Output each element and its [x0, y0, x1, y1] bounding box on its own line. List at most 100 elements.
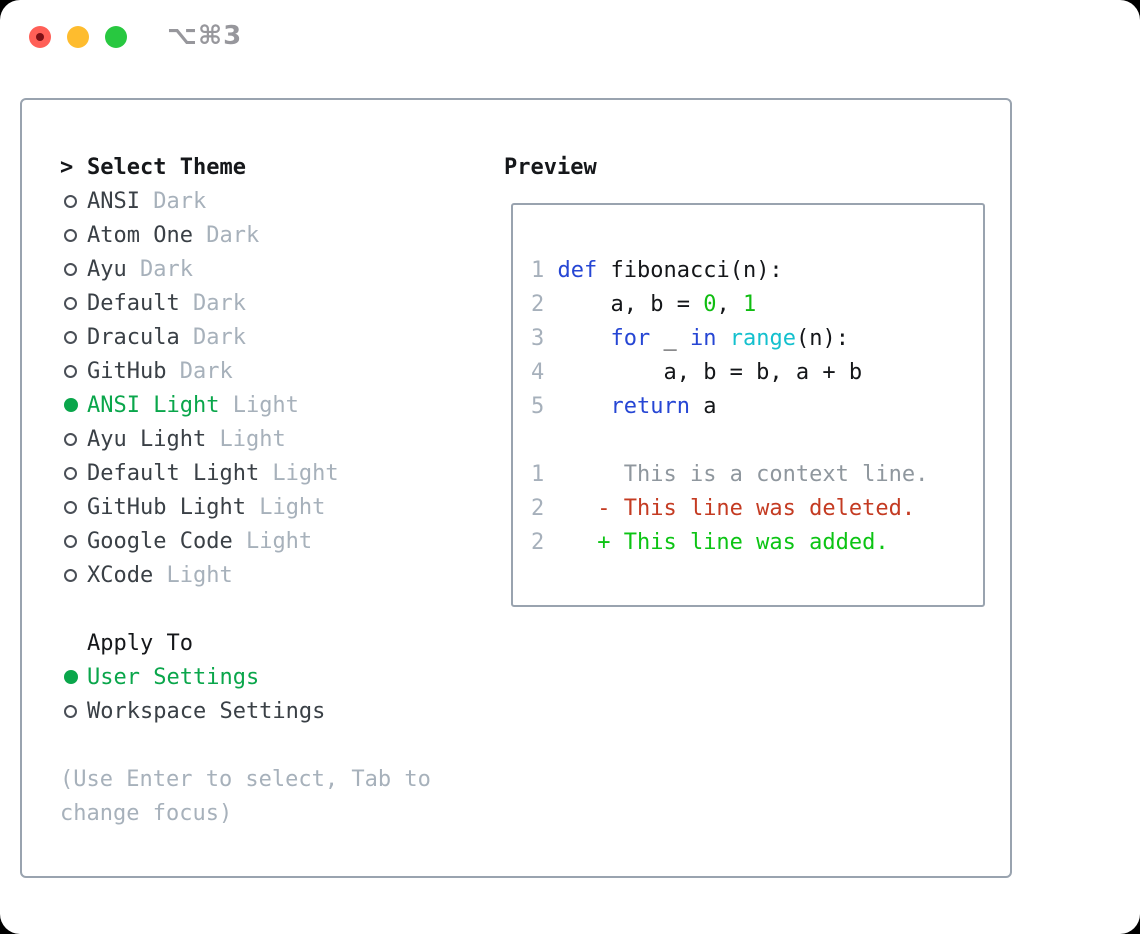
radio-unselected-icon	[60, 500, 87, 514]
radio-selected-icon	[60, 398, 87, 412]
select-theme-header: >Select Theme	[60, 150, 431, 184]
window-title: ⌥⌘3	[167, 21, 243, 51]
code-token-plain: _	[650, 326, 690, 351]
code-token-literal: 0	[703, 292, 717, 317]
option-label: Default Light	[87, 460, 260, 486]
code-token-keyword: def	[557, 258, 598, 283]
line-number: 3	[531, 326, 545, 351]
line-number: 5	[531, 394, 545, 419]
edited-indicator-dot	[36, 33, 44, 41]
theme-option-ansi[interactable]: ANSI Dark	[60, 184, 431, 218]
preview-title: Preview	[504, 154, 597, 180]
option-label: Ayu Light	[87, 426, 207, 452]
option-variant-label: Light	[232, 528, 313, 554]
line-number: 1	[531, 462, 545, 487]
radio-unselected-icon	[60, 704, 87, 718]
radio-unselected-icon	[60, 296, 87, 310]
code-line: 4 a, b = b, a + b	[531, 356, 983, 390]
minimize-button[interactable]	[67, 26, 89, 48]
radio-unselected-icon	[60, 228, 87, 242]
theme-option-ayu-light[interactable]: Ayu Light Light	[60, 422, 431, 456]
line-number: 2	[531, 496, 545, 521]
radio-unselected-icon	[60, 262, 87, 276]
radio-unselected-icon	[60, 534, 87, 548]
code-line: 1 This is a context line.	[531, 458, 983, 492]
apply-option-user-settings[interactable]: User Settings	[60, 660, 431, 694]
option-variant-label: Dark	[179, 324, 246, 350]
zoom-button[interactable]	[105, 26, 127, 48]
option-label: User Settings	[87, 664, 260, 690]
code-token-deleted: - This line was deleted.	[544, 496, 916, 521]
theme-option-github-light[interactable]: GitHub Light Light	[60, 490, 431, 524]
option-label: Google Code	[87, 528, 233, 554]
option-label: Dracula	[87, 324, 180, 350]
code-token-plain	[716, 326, 729, 351]
apply-option-workspace-settings[interactable]: Workspace Settings	[60, 694, 431, 728]
line-number: 2	[531, 530, 545, 555]
radio-unselected-icon	[60, 432, 87, 446]
code-token-keyword: for	[610, 326, 651, 351]
option-label: ANSI	[87, 188, 140, 214]
option-variant-label: Dark	[166, 358, 233, 384]
theme-option-ayu[interactable]: Ayu Dark	[60, 252, 431, 286]
option-label: ANSI Light	[87, 392, 220, 418]
code-token-plain	[544, 258, 557, 283]
option-variant-label: Light	[153, 562, 233, 588]
line-number: 1	[531, 258, 545, 283]
code-token-added: + This line was added.	[544, 530, 889, 555]
help-line: (Use Enter to select, Tab to	[60, 766, 431, 792]
option-variant-label: Light	[206, 426, 286, 452]
radio-unselected-icon	[60, 330, 87, 344]
line-number: 2	[531, 292, 545, 317]
code-token-keyword: return	[610, 394, 690, 419]
line-number: 4	[531, 360, 545, 385]
option-label: Default	[87, 290, 180, 316]
help-text: (Use Enter to select, Tab to change focu…	[60, 762, 431, 830]
code-token-plain: a, b = b, a + b	[544, 360, 863, 385]
option-variant-label: Light	[259, 460, 339, 486]
close-button[interactable]	[29, 26, 51, 48]
code-line: 2 - This line was deleted.	[531, 492, 983, 526]
code-line: 2 + This line was added.	[531, 526, 983, 560]
option-variant-label: Dark	[192, 222, 260, 248]
code-token-plain	[544, 394, 610, 419]
theme-option-default[interactable]: Default Dark	[60, 286, 431, 320]
theme-option-default-light[interactable]: Default Light Light	[60, 456, 431, 490]
theme-option-ansi-light[interactable]: ANSI Light Light	[60, 388, 431, 422]
apply-to-header: Apply To	[60, 626, 431, 660]
code-line	[531, 424, 983, 458]
code-token-plain	[544, 326, 610, 351]
code-token-plain: ,	[716, 292, 743, 317]
theme-option-github[interactable]: GitHub Dark	[60, 354, 431, 388]
code-line: 2 a, b = 0, 1	[531, 288, 983, 322]
code-token-literal: 1	[742, 292, 757, 317]
titlebar	[29, 26, 127, 48]
option-variant-label: Light	[245, 494, 326, 520]
code-line: 5 return a	[531, 390, 983, 424]
option-label: GitHub Light	[87, 494, 246, 520]
option-label: XCode	[87, 562, 154, 588]
theme-option-google-code[interactable]: Google Code Light	[60, 524, 431, 558]
theme-option-dracula[interactable]: Dracula Dark	[60, 320, 431, 354]
option-variant-label: Dark	[179, 290, 246, 316]
option-label: GitHub	[87, 358, 167, 384]
code-line: 1 def fibonacci(n):	[531, 254, 983, 288]
code-token-plain: a	[689, 394, 717, 419]
theme-option-xcode[interactable]: XCode Light	[60, 558, 431, 592]
option-variant-label: Light	[219, 392, 299, 418]
theme-option-atom-one[interactable]: Atom One Dark	[60, 218, 431, 252]
code-token-plain: (n):	[795, 326, 849, 351]
radio-unselected-icon	[60, 568, 87, 582]
option-variant-label: Dark	[126, 256, 193, 282]
code-token-builtin: range	[729, 326, 796, 351]
option-label: Workspace Settings	[87, 698, 326, 724]
radio-selected-icon	[60, 670, 87, 684]
apply-to-title: Apply To	[87, 630, 193, 656]
code-line: 3 for _ in range(n):	[531, 322, 983, 356]
radio-unselected-icon	[60, 466, 87, 480]
option-variant-label: Dark	[139, 188, 207, 214]
